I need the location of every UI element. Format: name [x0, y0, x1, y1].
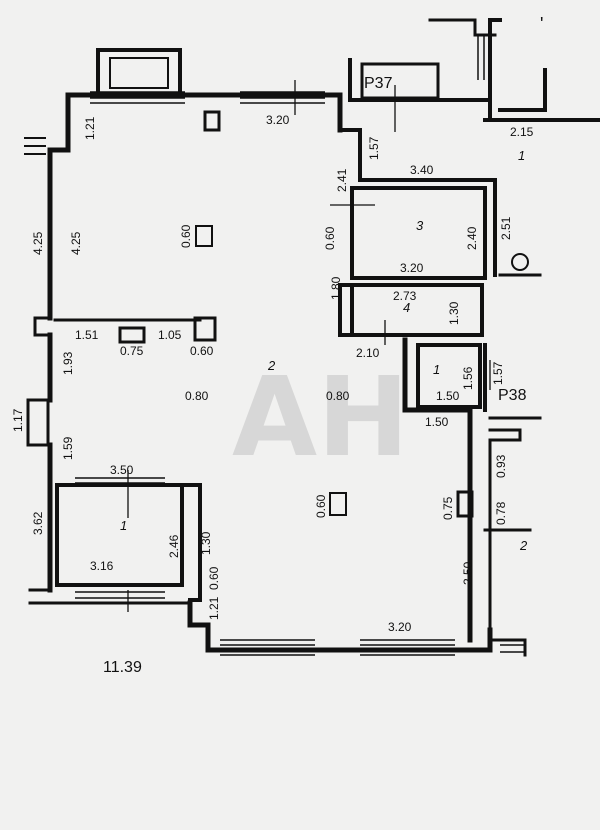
dim-060-e: 0.60: [323, 226, 337, 250]
dim-340: 3.40: [410, 163, 434, 177]
dim-273: 2.73: [393, 289, 417, 303]
dim-075-a: 0.75: [120, 344, 144, 358]
dim-060-d: 0.60: [314, 494, 328, 518]
room-1-small: 1: [433, 362, 440, 377]
dim-080-a: 0.80: [185, 389, 209, 403]
label-p37: P37: [364, 75, 393, 92]
dim-060-c: 0.60: [207, 566, 221, 590]
dim-105: 1.05: [158, 328, 182, 342]
dim-151: 1.51: [75, 328, 99, 342]
dim-250: 2.50: [461, 561, 475, 585]
label-tick: ': [540, 14, 543, 34]
dim-240: 2.40: [465, 226, 479, 250]
dimension-lines: [127, 80, 529, 612]
dim-251: 2.51: [499, 216, 513, 240]
dim-246: 2.46: [167, 534, 181, 558]
label-p38: P38: [498, 387, 527, 404]
dim-117: 1.17: [11, 408, 25, 432]
dim-157-a: 1.57: [367, 136, 381, 160]
dim-top-320: 3.20: [266, 113, 290, 127]
room-1-right: 1: [518, 148, 525, 163]
dim-130-b: 1.30: [447, 301, 461, 325]
dim-093: 0.93: [494, 454, 508, 478]
dim-180: 1.80: [329, 276, 343, 300]
dim-075-b: 0.75: [441, 496, 455, 520]
dim-060-b: 0.60: [190, 344, 214, 358]
total-area: 11.39: [103, 659, 142, 676]
room-1-left: 1: [120, 518, 127, 533]
dim-320-r3: 3.20: [400, 261, 424, 275]
dim-121-top: 1.21: [83, 116, 97, 140]
dim-150-b: 1.50: [425, 415, 449, 429]
dim-156: 1.56: [461, 366, 475, 390]
room-2-edge: 2: [519, 538, 528, 553]
dim-150-a: 1.50: [436, 389, 460, 403]
dim-215: 2.15: [510, 125, 534, 139]
dim-350: 3.50: [110, 463, 134, 477]
dim-130-a: 1.30: [199, 531, 213, 555]
watermark: AH: [232, 353, 409, 481]
windows: [75, 35, 525, 656]
dim-241: 2.41: [335, 168, 349, 192]
dim-bot-320: 3.20: [388, 620, 412, 634]
room-4: 4: [403, 300, 410, 315]
dim-193: 1.93: [61, 351, 75, 375]
dim-121-bot: 1.21: [207, 596, 221, 620]
room-3: 3: [416, 218, 424, 233]
dim-159: 1.59: [61, 436, 75, 460]
dim-425-inner: 4.25: [69, 231, 83, 255]
dim-210: 2.10: [356, 346, 380, 360]
room-2: 2: [267, 358, 276, 373]
dim-425-outer: 4.25: [31, 231, 45, 255]
dim-157-b: 1.57: [491, 361, 505, 385]
dim-316: 3.16: [90, 559, 114, 573]
dim-078: 0.78: [494, 501, 508, 525]
dim-060-a: 0.60: [179, 224, 193, 248]
dim-080-b: 0.80: [326, 389, 350, 403]
dim-362: 3.62: [31, 511, 45, 535]
plan-labels: P37 P38 11.39 ' 1 1 1 2 2 3 4 3.20 1.51 …: [11, 14, 543, 676]
walls: [24, 18, 600, 657]
